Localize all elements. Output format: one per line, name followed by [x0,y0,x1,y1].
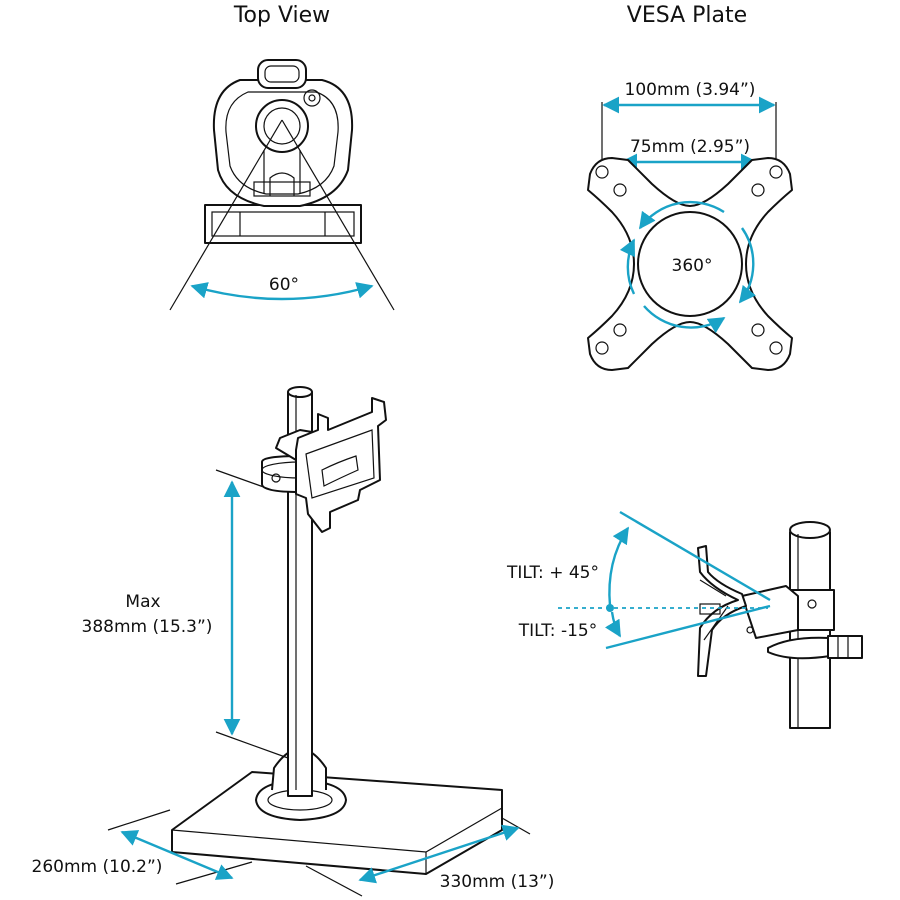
angle-ray-right [281,119,395,311]
width-label: 330mm (13”) [440,872,555,892]
vesa-plate-panel: VESA Plate 100mm (3.94”) 75mm (2.95”) 36… [587,3,793,371]
rotation-arrow-bottom [643,305,726,334]
tilt-pivot-dot [606,604,614,612]
tilt-up-line [619,510,771,602]
outer-spacing-label: 100mm (3.94”) [625,80,756,100]
depth-dimension [120,830,234,880]
angle-ray-left [169,119,283,311]
swivel-arc-arrow [190,282,374,301]
rotation-arrow-right [738,227,756,304]
rotation-label: 360° [672,256,713,276]
tilt-up-label: TILT: + 45° [506,563,599,583]
height-label-line1: Max [125,592,160,612]
tilt-up-arrow [608,526,630,607]
vesa-center-hole [637,211,743,317]
inner-spacing-label: 75mm (2.95”) [630,137,750,157]
depth-label: 260mm (10.2”) [32,857,163,877]
stand-panel: Max 388mm (15.3”) 260mm (10.2”) 330mm (1… [32,386,555,897]
vesa-plate-title: VESA Plate [627,3,747,28]
width-dimension [358,824,520,884]
top-view-title: Top View [233,3,330,28]
tilt-down-line [605,604,771,650]
rotation-arrow-left [619,238,636,295]
height-label-line2: 388mm (15.3”) [82,617,213,637]
top-view-panel: Top View 60° [169,3,395,311]
top-view-drawing [204,59,362,244]
stand-drawing [171,386,503,875]
rotation-arrow-top [639,200,725,230]
tilt-drawing [697,521,863,729]
tilt-down-arrow [605,611,622,638]
tilt-down-label: TILT: -15° [518,621,597,641]
tilt-panel: TILT: + 45° TILT: -15° [506,510,863,729]
swivel-angle-label: 60° [269,275,299,295]
